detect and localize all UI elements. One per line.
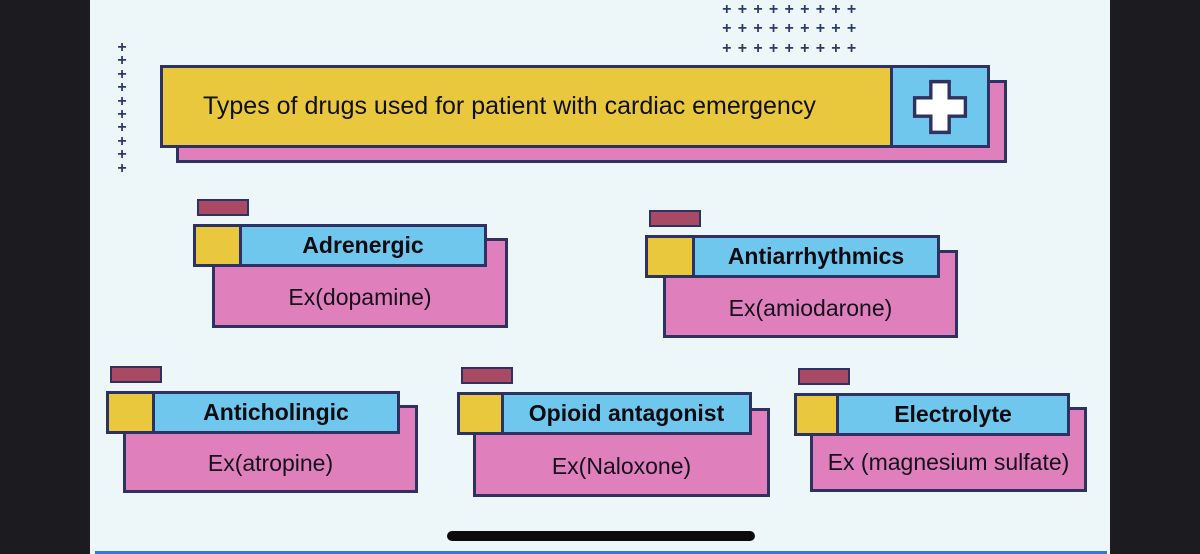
plus-glyph: + (722, 1, 732, 18)
plus-glyph: + (831, 1, 841, 18)
plus-glyph: + (831, 20, 841, 38)
card-header: Antiarrhythmics (645, 235, 940, 278)
drug-example: Ex(Naloxone) (551, 453, 692, 479)
plus-glyph: + (117, 159, 127, 177)
plus-glyph: + (737, 39, 748, 57)
title-icon-box (893, 65, 990, 148)
card-title-box: Anticholingic (155, 391, 400, 434)
plus-glyph: + (846, 1, 857, 18)
drug-example: Ex(amiodarone) (728, 294, 893, 321)
card-accent-tab (461, 367, 513, 384)
plus-glyph: + (753, 39, 763, 57)
plus-row: + + + + + + + + + (719, 39, 859, 58)
card-header: Electrolyte (794, 393, 1070, 436)
card-header: Adrenergic (193, 224, 487, 267)
drug-category: Antiarrhythmics (727, 243, 905, 269)
plus-glyph: + (737, 20, 748, 38)
card-header: Anticholingic (106, 391, 400, 434)
home-indicator[interactable] (447, 531, 755, 541)
plus-glyph: + (768, 39, 779, 57)
plus-glyph: + (117, 52, 127, 70)
plus-glyph: + (117, 65, 127, 83)
card-title-box: Opioid antagonist (504, 392, 752, 435)
plus-glyph: + (800, 39, 810, 57)
letterbox-right (1110, 0, 1200, 554)
drug-category: Electrolyte (894, 401, 1012, 427)
plus-glyph: + (831, 39, 841, 57)
card-accent-tab (110, 366, 162, 383)
plus-glyph: + (722, 39, 732, 57)
plus-glyph: + (117, 92, 127, 110)
card-header: Opioid antagonist (457, 392, 752, 435)
card-title-box: Adrenergic (242, 224, 487, 267)
card-yellow-square (106, 391, 155, 434)
plus-glyph: + (846, 20, 857, 38)
plus-glyph: + (784, 20, 794, 38)
plus-row: + + + + + + + + + (719, 0, 859, 19)
drug-example: Ex (magnesium sulfate) (827, 449, 1070, 475)
plus-glyph: + (117, 132, 127, 150)
card-title-box: Electrolyte (839, 393, 1070, 436)
letterbox-left (0, 0, 90, 554)
card-accent-tab (798, 368, 850, 385)
title-banner: Types of drugs used for patient with car… (160, 65, 990, 148)
plus-glyph: + (753, 1, 763, 18)
bottom-accent-line (95, 551, 1107, 554)
drug-category: Adrenergic (302, 232, 424, 258)
plus-glyph: + (768, 20, 779, 38)
card-title-box: Antiarrhythmics (695, 235, 940, 278)
plus-glyph: + (800, 1, 810, 18)
page-title: Types of drugs used for patient with car… (203, 92, 816, 120)
plus-glyph: + (117, 39, 127, 56)
card-yellow-square (794, 393, 839, 436)
plus-glyph: + (753, 20, 763, 38)
plus-glyph: + (815, 20, 826, 38)
card-accent-tab (649, 210, 701, 227)
plus-glyph: + (117, 79, 127, 97)
plus-glyph: + (737, 1, 748, 18)
drug-category: Opioid antagonist (528, 400, 725, 426)
drug-example: Ex(atropine) (207, 449, 334, 476)
plus-glyph: + (768, 1, 779, 18)
plus-glyph: + (784, 39, 794, 57)
plus-glyph: + (117, 146, 127, 164)
plus-glyph: + (784, 1, 794, 18)
plus-row: + + + + + + + + + (719, 19, 859, 38)
plus-pattern-left: ++++++++++ (114, 39, 130, 177)
plus-pattern-top: +++++++++ +++++++++ +++++++++ (719, 0, 859, 58)
medical-cross-icon (912, 79, 968, 134)
plus-glyph: + (815, 39, 826, 57)
card-yellow-square (193, 224, 242, 267)
plus-glyph: + (117, 119, 127, 137)
drug-example: Ex(dopamine) (288, 283, 432, 310)
card-yellow-square (457, 392, 504, 435)
drug-category: Anticholingic (203, 399, 349, 425)
plus-glyph: + (117, 105, 127, 123)
plus-glyph: + (846, 39, 857, 57)
card-yellow-square (645, 235, 695, 278)
plus-glyph: + (722, 20, 732, 38)
plus-glyph: + (800, 20, 810, 38)
card-accent-tab (197, 199, 249, 216)
title-text-box: Types of drugs used for patient with car… (160, 65, 893, 148)
plus-glyph: + (815, 1, 826, 18)
